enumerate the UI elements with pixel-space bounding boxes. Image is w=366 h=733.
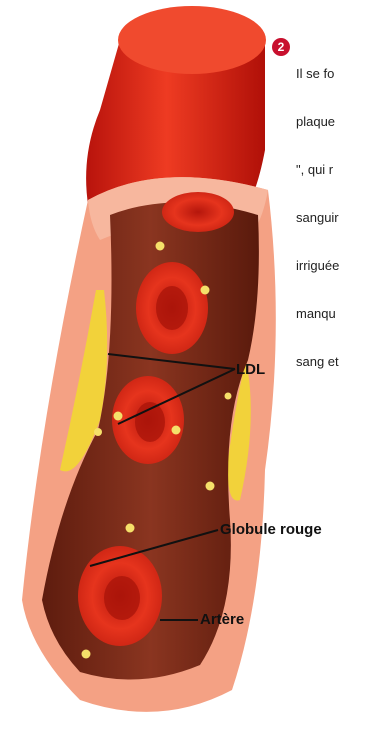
red-blood-cell [136,262,208,354]
red-blood-cell [112,376,184,464]
red-blood-cell [78,546,162,646]
red-blood-cell [162,192,234,232]
ldl-label: LDL [236,361,265,378]
caption-text: Il se fo plaque ", qui r sanguir irrigué… [296,34,366,402]
caption-line: Il se fo [296,66,366,82]
red-blood-cell-label: Globule rouge [220,521,322,538]
caption-line: irriguée [296,258,366,274]
artery-label: Artère [200,611,244,628]
caption-line: sanguir [296,210,366,226]
caption-line: manqu [296,306,366,322]
step-number-badge: 2 [272,38,290,56]
caption-line: plaque [296,114,366,130]
caption-line: ", qui r [296,162,366,178]
caption-line: sang et [296,354,366,370]
